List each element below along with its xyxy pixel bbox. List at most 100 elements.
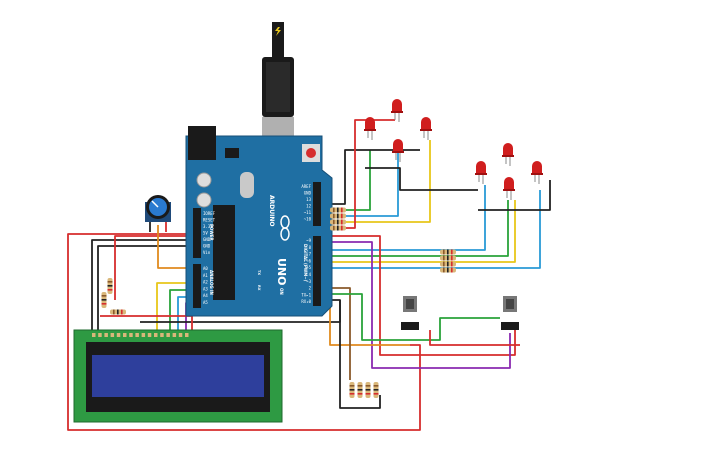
pin-label: A5 xyxy=(203,300,208,305)
pin-label: A0 xyxy=(203,266,208,271)
pin-label: RX◂0 xyxy=(301,299,311,304)
analog-header xyxy=(193,264,201,308)
resistor xyxy=(110,309,126,315)
lcd-pin xyxy=(178,333,183,337)
atmega-chip xyxy=(213,205,235,300)
resistor xyxy=(330,219,346,225)
pin-label: 5V xyxy=(203,231,208,236)
led-red xyxy=(391,99,403,122)
pin-label: ~11 xyxy=(304,210,312,215)
resistor xyxy=(440,249,456,255)
wire-pot-orange xyxy=(157,225,193,269)
lcd-pin xyxy=(92,333,96,337)
lcd-pin xyxy=(160,333,164,337)
led-red xyxy=(420,117,432,140)
resistor xyxy=(330,207,346,213)
pin-label: 8 xyxy=(309,245,312,250)
lcd-16x2 xyxy=(73,329,283,423)
lcd-pin xyxy=(116,333,121,337)
wire-yellow-lcd xyxy=(156,282,193,330)
resistor xyxy=(349,382,355,398)
on-label: ON xyxy=(279,288,284,295)
pin-label: A2 xyxy=(203,280,208,285)
pin-label: IOREF xyxy=(203,211,216,216)
pin-label: TX▸1 xyxy=(301,292,311,297)
lcd-pin xyxy=(129,333,133,337)
power-header xyxy=(193,208,201,258)
wire-black-led2 xyxy=(478,180,551,211)
rx-label: RX xyxy=(257,285,261,291)
pin-label: A3 xyxy=(203,286,208,291)
led-red xyxy=(364,117,376,140)
pin-label: ~3 xyxy=(306,279,311,284)
analog-label: ANALOG IN xyxy=(209,270,214,295)
pin-label: Vin xyxy=(203,250,211,255)
power-label: POWER xyxy=(209,224,214,241)
resistor xyxy=(440,267,456,273)
board-model: UNO xyxy=(275,258,288,286)
wire-blue-led1 xyxy=(322,145,399,217)
wire-red-5v-loop xyxy=(67,233,421,431)
lcd-pin xyxy=(154,333,158,337)
wire-blue-led2b xyxy=(322,190,541,269)
resistor xyxy=(440,261,456,267)
lcd-pin xyxy=(98,333,102,337)
lcd-pin xyxy=(110,333,115,337)
resistor xyxy=(330,213,346,219)
pin-label: AREF xyxy=(301,184,311,189)
lcd-pin xyxy=(141,333,146,337)
tx-label: TX xyxy=(257,270,261,275)
led-red xyxy=(475,161,487,184)
digital-header-bottom xyxy=(313,236,321,306)
wire-green-btn2 xyxy=(322,293,500,341)
wire-red-btn xyxy=(322,235,516,356)
pin-label: RESET xyxy=(203,218,216,223)
led-red xyxy=(392,139,404,162)
resistors xyxy=(101,207,456,398)
led-red xyxy=(502,143,514,166)
led-red xyxy=(531,161,543,184)
leds xyxy=(364,99,543,200)
pin-label: ~5 xyxy=(306,265,311,270)
lcd-pin xyxy=(104,333,108,337)
pin-label: GND xyxy=(304,191,312,196)
lcd-pin xyxy=(166,333,170,337)
pin-label: GND xyxy=(203,244,211,249)
wire-blue-led2 xyxy=(322,185,486,251)
wire-yellow-led2 xyxy=(322,200,516,263)
arduino-board: AREFGND1312~11~10~987~6~54~32TX▸1RX◂0IOR… xyxy=(185,126,333,317)
resistor xyxy=(107,278,113,294)
pin-label: 2 xyxy=(309,286,312,291)
lcd-pin xyxy=(185,333,189,337)
wire-orange-btn xyxy=(322,274,410,346)
usb-cable xyxy=(262,22,294,155)
potentiometer xyxy=(145,195,171,222)
lcd-pin xyxy=(123,333,127,337)
pin-label: A1 xyxy=(203,273,208,278)
wire-green-led2 xyxy=(322,200,509,257)
resistor xyxy=(440,255,456,261)
pin-label: 3.3V xyxy=(203,224,213,229)
wire-black-btn xyxy=(322,299,381,409)
pin-label: ~9 xyxy=(306,238,311,243)
resistor xyxy=(373,382,379,398)
pin-label: ~6 xyxy=(306,258,311,263)
led-red xyxy=(503,177,515,200)
pin-label: 12 xyxy=(306,204,311,209)
pin-label: 4 xyxy=(309,272,312,277)
wire-red-btn2 xyxy=(429,330,520,346)
resistor xyxy=(330,225,346,231)
wire-yellow-led1 xyxy=(322,140,431,223)
lcd-pin xyxy=(147,333,152,337)
board-brand: ARDUINO xyxy=(268,195,275,226)
pin-label: A4 xyxy=(203,293,208,298)
digital-header-top xyxy=(313,182,321,226)
pushbutton-2 xyxy=(501,296,519,330)
wire-black-gnd xyxy=(91,239,193,330)
resistor xyxy=(365,382,371,398)
lcd-pin xyxy=(172,333,177,337)
wire-black-gnd2 xyxy=(97,245,193,330)
lcd-pin xyxy=(135,333,139,337)
pin-label: 7 xyxy=(309,252,312,257)
wire-black-led1b xyxy=(365,167,478,191)
